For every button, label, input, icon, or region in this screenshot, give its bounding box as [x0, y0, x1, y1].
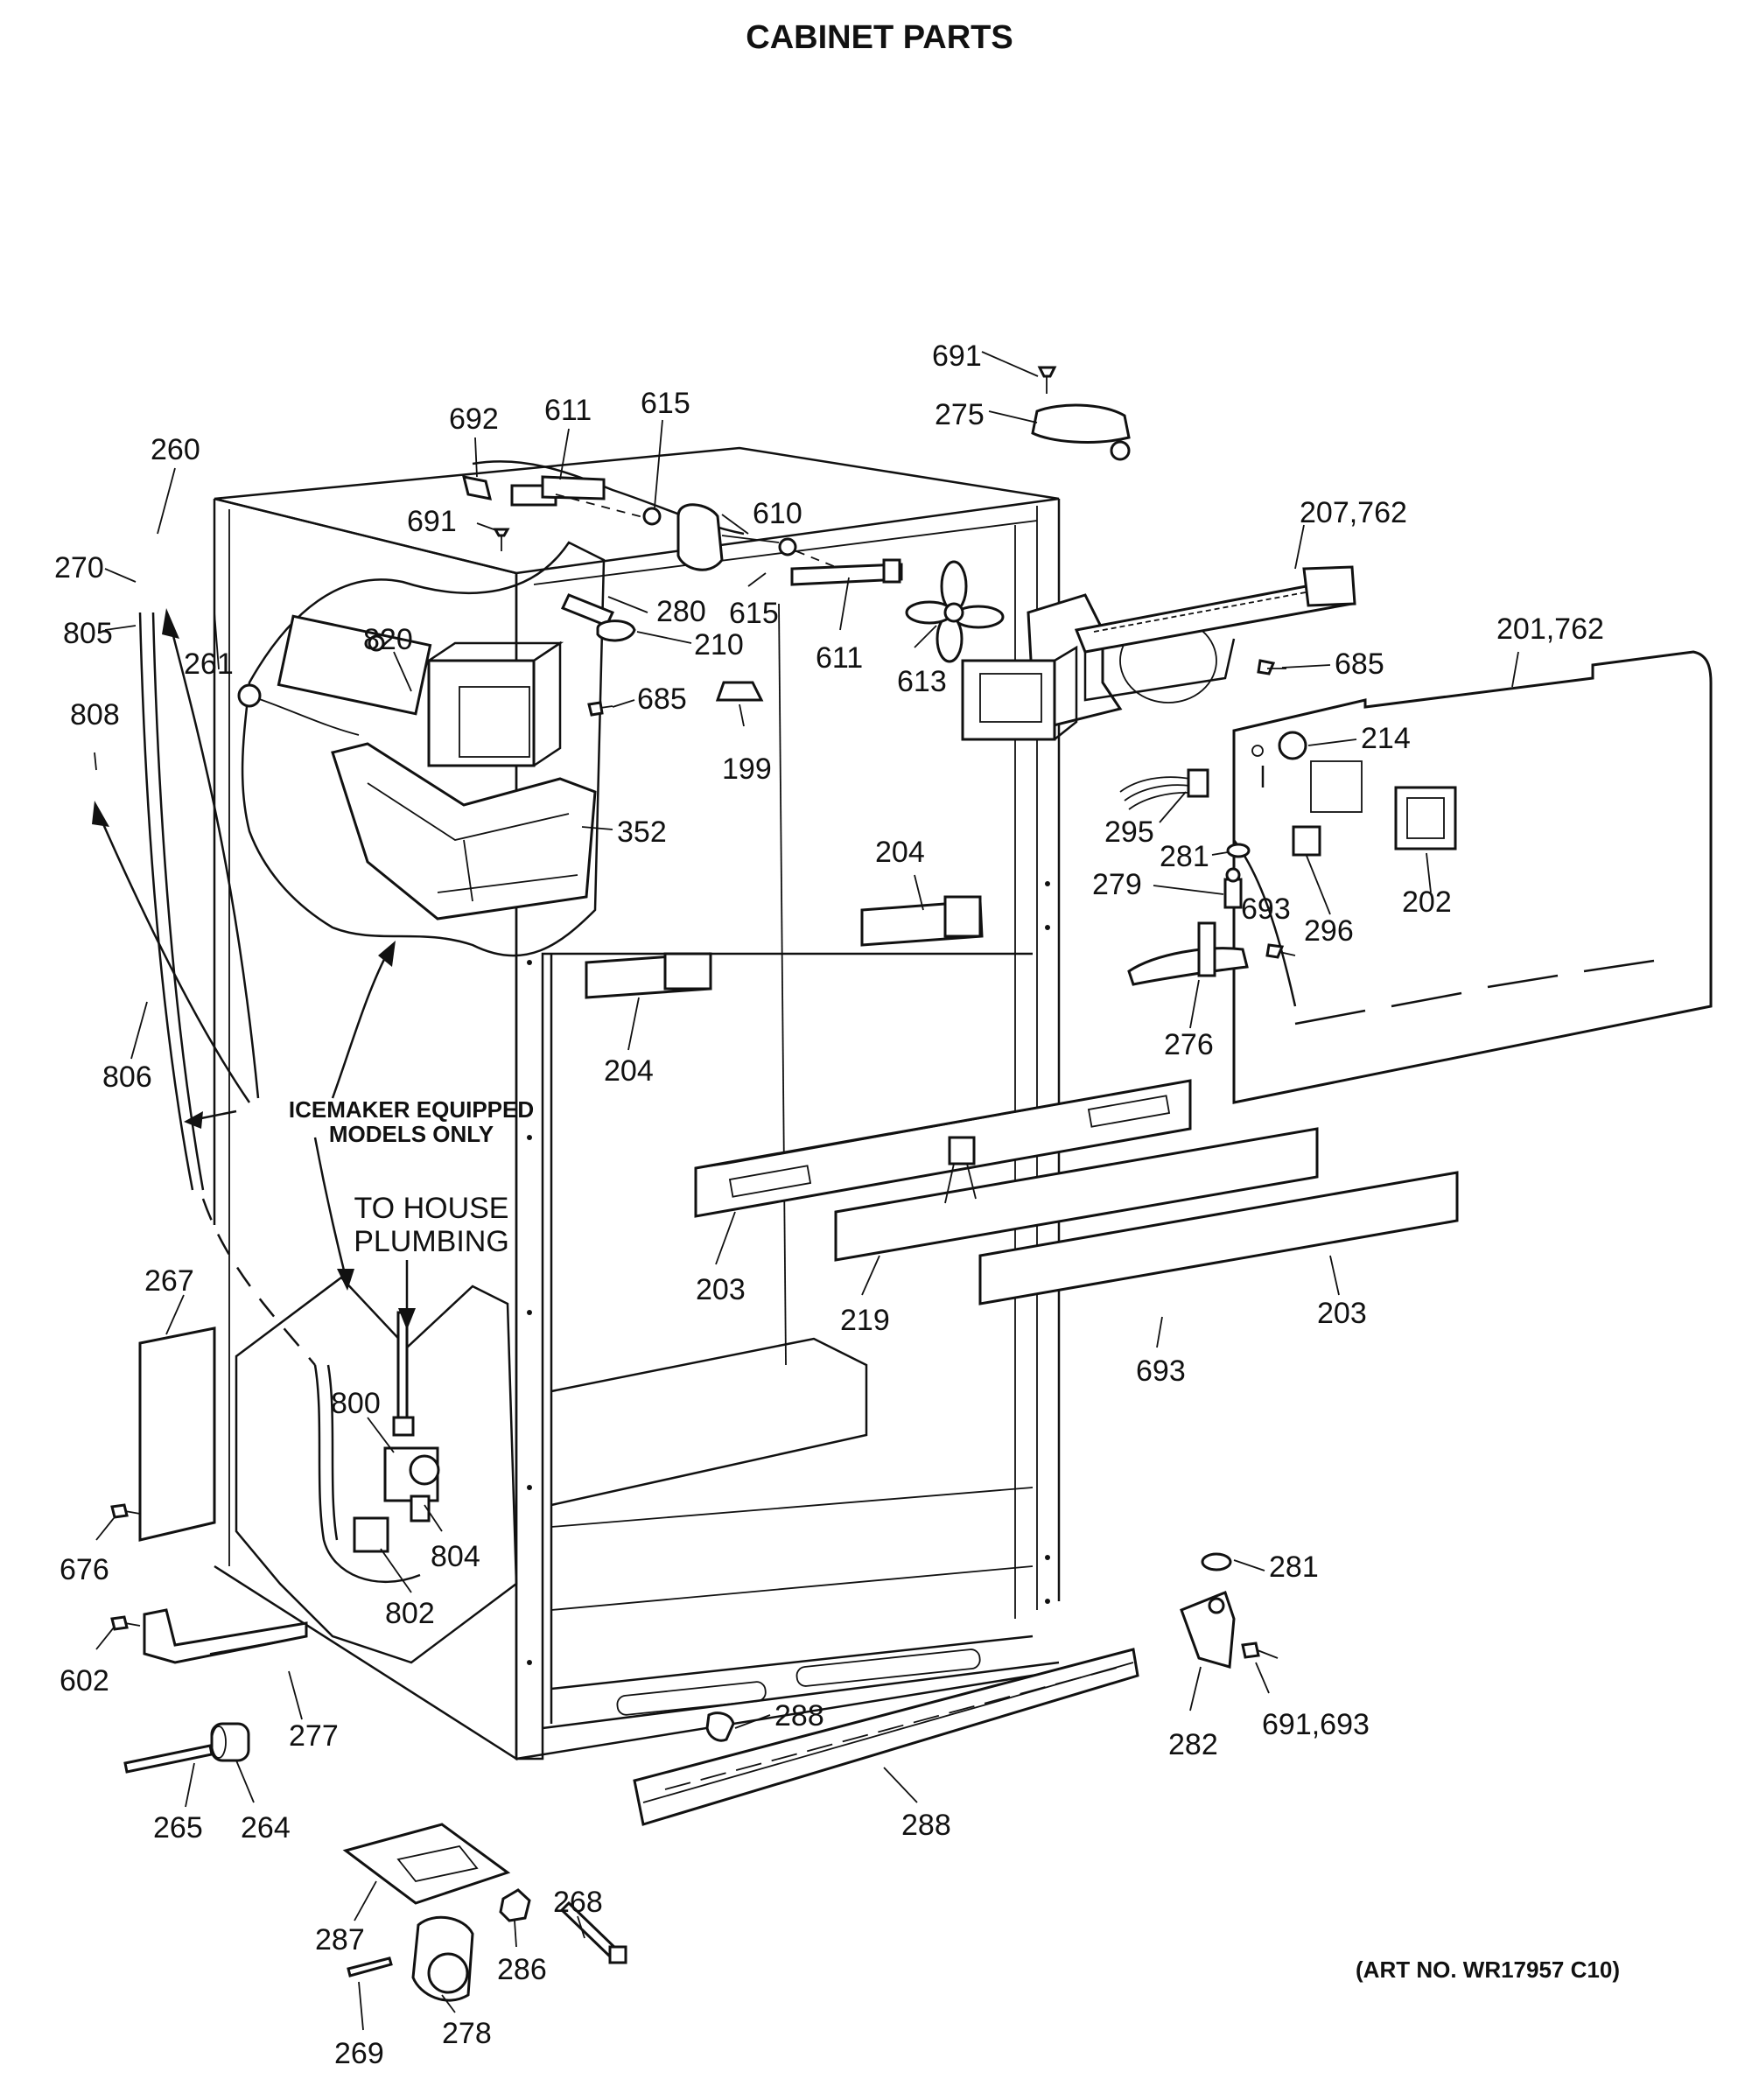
callout-276: 276 — [1164, 1028, 1214, 1061]
callout-199: 199 — [722, 752, 772, 786]
callout-808: 808 — [70, 698, 120, 732]
callout-693: 693 — [1136, 1354, 1186, 1388]
ice-bucket — [331, 742, 597, 920]
callout-270: 270 — [54, 551, 104, 584]
callout-264: 264 — [241, 1811, 291, 1844]
callout-691-693: 691,693 — [1262, 1708, 1370, 1741]
callout-287: 287 — [315, 1923, 365, 1956]
callout-281: 281 — [1269, 1550, 1319, 1584]
evaporator-cover-panel — [1232, 650, 1713, 1104]
art-number: (ART NO. WR17957 C10) — [1356, 1956, 1620, 1983]
side-panel — [138, 1326, 216, 1542]
callout-806: 806 — [102, 1060, 152, 1094]
front-rails — [694, 1079, 1459, 1306]
callout-203: 203 — [696, 1273, 746, 1306]
callout-800: 800 — [331, 1387, 381, 1420]
callout-802: 802 — [385, 1597, 435, 1630]
callout-804: 804 — [431, 1540, 480, 1573]
callout-201-762: 201,762 — [1496, 612, 1604, 646]
water-valve-inset — [235, 1276, 518, 1664]
callout-202: 202 — [1402, 886, 1452, 919]
callout-210: 210 — [694, 628, 744, 662]
callout-278: 278 — [442, 2017, 492, 2050]
callout-286: 286 — [497, 1953, 547, 1986]
callout-295: 295 — [1104, 816, 1154, 849]
callout-265: 265 — [153, 1811, 203, 1844]
callout-691: 691 — [407, 505, 457, 538]
toe-grille — [633, 1648, 1139, 1826]
plumbing-note-line2: PLUMBING — [354, 1225, 509, 1258]
base-hardware — [110, 1503, 308, 1774]
callout-820: 820 — [363, 623, 413, 656]
front-roller-bracket — [1180, 1552, 1279, 1669]
callout-267: 267 — [144, 1264, 194, 1298]
callout-615: 615 — [729, 597, 779, 630]
callout-282: 282 — [1168, 1728, 1218, 1761]
callout-260: 260 — [151, 433, 200, 466]
icemaker-assembly — [237, 614, 564, 767]
callout-275: 275 — [935, 398, 985, 431]
callout-261: 261 — [184, 648, 234, 681]
callout-615: 615 — [641, 387, 690, 420]
callout-288: 288 — [901, 1809, 951, 1842]
callout-805: 805 — [63, 617, 113, 650]
leader-lines — [92, 351, 1519, 2031]
callout-685: 685 — [1335, 648, 1384, 681]
callout-277: 277 — [289, 1719, 339, 1753]
callout-214: 214 — [1361, 722, 1411, 755]
callout-613: 613 — [897, 665, 947, 698]
callout-269: 269 — [334, 2037, 384, 2070]
callout-691: 691 — [932, 340, 982, 373]
callout-611: 611 — [816, 641, 863, 675]
water-line — [138, 612, 421, 1583]
callout-labels: 691 275 692 611 615 260 691 610 207,762 … — [54, 340, 1604, 2070]
callout-602: 602 — [60, 1664, 109, 1698]
callout-204: 204 — [604, 1054, 654, 1088]
callout-685: 685 — [637, 682, 687, 716]
callout-219: 219 — [840, 1304, 890, 1337]
callout-207-762: 207,762 — [1300, 496, 1407, 529]
callout-279: 279 — [1092, 868, 1142, 901]
leveling-parts — [342, 1823, 627, 2002]
callout-611: 611 — [544, 394, 592, 427]
callout-693: 693 — [1241, 892, 1291, 926]
icemaker-note-line1: ICEMAKER EQUIPPED — [289, 1096, 534, 1123]
callout-692: 692 — [449, 402, 499, 436]
plumbing-note-line1: TO HOUSE — [354, 1192, 509, 1225]
shelf-brackets — [585, 895, 984, 999]
top-parts — [461, 366, 1356, 741]
callout-203: 203 — [1317, 1297, 1367, 1330]
callout-352: 352 — [617, 816, 667, 849]
callout-676: 676 — [60, 1553, 109, 1586]
callout-288: 288 — [774, 1699, 824, 1732]
callout-204: 204 — [875, 836, 925, 869]
callout-280: 280 — [656, 595, 706, 628]
callout-296: 296 — [1304, 914, 1354, 948]
icemaker-note-line2: MODELS ONLY — [329, 1121, 494, 1147]
callout-610: 610 — [753, 497, 802, 530]
callout-268: 268 — [553, 1886, 603, 1919]
callout-281: 281 — [1160, 840, 1209, 873]
panel-hardware — [1119, 768, 1296, 986]
diagram-title: CABINET PARTS — [746, 19, 1013, 56]
